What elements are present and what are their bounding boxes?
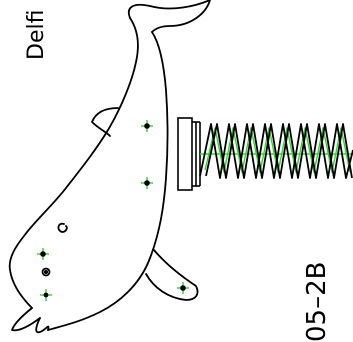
dolphin-snout xyxy=(11,307,41,332)
dolphin-tail xyxy=(128,0,211,33)
dolphin-mouth xyxy=(35,317,50,334)
drawing-title: Delfi xyxy=(24,10,49,60)
spring-coil xyxy=(199,123,353,179)
mounting-bracket xyxy=(177,117,201,191)
dolphin-belly xyxy=(47,31,169,331)
marker-point xyxy=(177,282,189,294)
dolphin-dorsal-fin xyxy=(91,107,119,137)
model-code-label: 05–2B xyxy=(302,262,332,342)
marker-point xyxy=(141,120,153,132)
dolphin-figure xyxy=(8,0,211,334)
mounting-markers xyxy=(37,120,189,301)
marker-point xyxy=(141,177,153,189)
dolphin-back xyxy=(8,17,139,309)
dolphin-blowhole xyxy=(57,222,68,233)
marker-point xyxy=(40,289,52,301)
marker-point xyxy=(37,248,49,260)
dolphin-eye xyxy=(41,267,51,277)
dolphin-pectoral-fin xyxy=(145,249,199,301)
